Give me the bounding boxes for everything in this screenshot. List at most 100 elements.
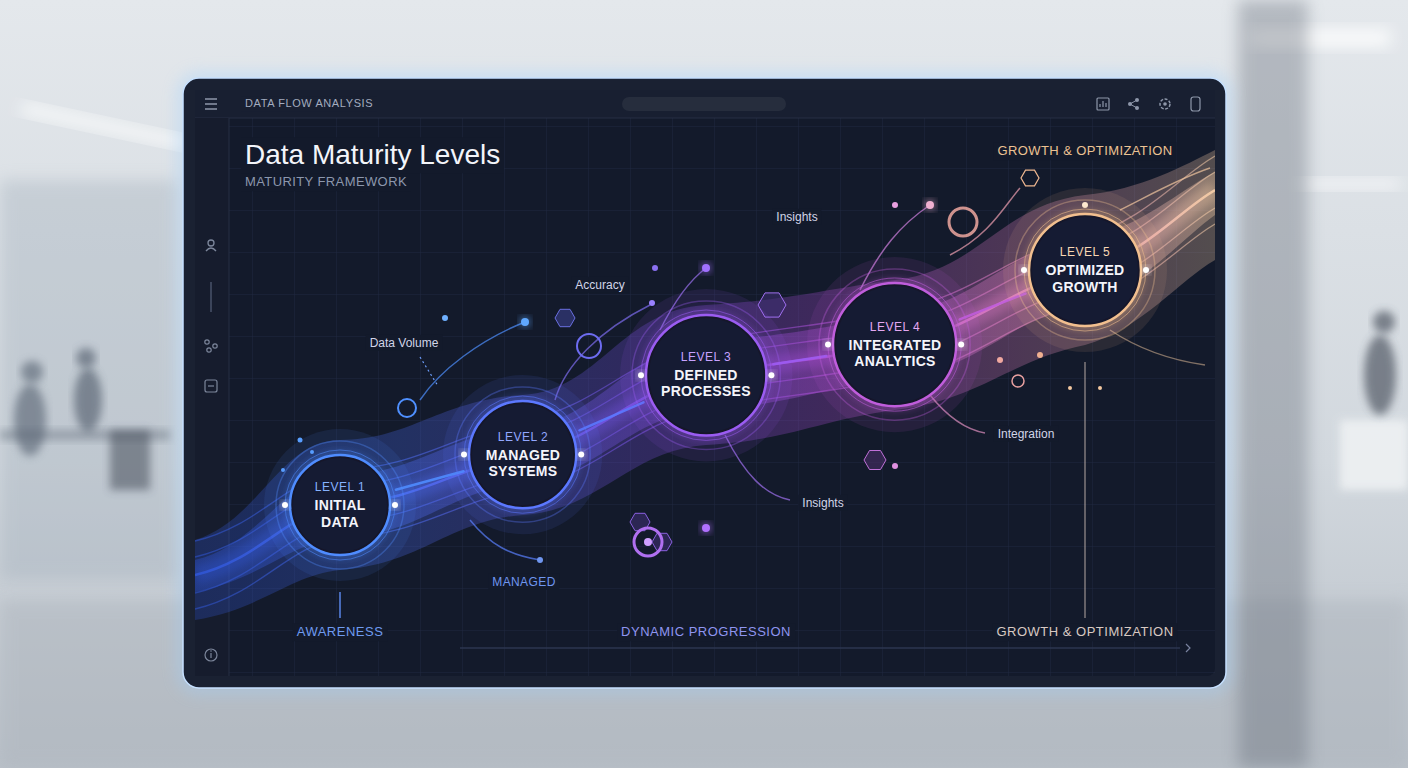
office-chair — [110, 430, 150, 490]
port-dot — [768, 372, 774, 378]
level-number: LEVEL 5 — [1060, 245, 1110, 259]
data-dot — [442, 315, 448, 321]
screen — [195, 90, 1215, 676]
stage-heading: GROWTH & OPTIMIZATION — [994, 142, 1177, 160]
circle-ring — [641, 310, 771, 440]
settings-icon — [1163, 102, 1167, 106]
circle-ring — [1024, 209, 1146, 331]
leader-line — [339, 592, 341, 618]
chart-icon — [1097, 98, 1109, 110]
panel-glow — [183, 78, 1226, 688]
ring — [577, 334, 601, 358]
circle-core — [1029, 214, 1141, 326]
maturity-level-circle: LEVEL 4 INTEGRATED ANALYTICS — [833, 283, 956, 406]
data-dot — [1098, 386, 1102, 390]
ceiling-light — [21, 103, 189, 148]
circle-core — [290, 455, 390, 555]
circle-fill — [836, 286, 953, 403]
circle-fill — [1032, 217, 1138, 323]
reception-desk — [1340, 420, 1408, 490]
level-text-group: LEVEL 3 DEFINED PROCESSES — [661, 350, 751, 399]
wave-glow — [195, 190, 1215, 575]
settings-icon — [1160, 99, 1170, 109]
level-text-group: LEVEL 2MANAGED SYSTEMS — [486, 430, 560, 479]
axis-chevron — [1186, 644, 1190, 652]
flow-tag: Accuracy — [571, 277, 628, 293]
data-dot — [1037, 352, 1043, 358]
circle-halo — [443, 375, 602, 534]
data-dot — [926, 201, 934, 209]
circle-core — [833, 283, 956, 406]
ring — [1012, 375, 1024, 387]
info-icon — [210, 653, 211, 658]
data-dot — [702, 524, 710, 532]
progress-axis — [460, 647, 1180, 649]
ring — [949, 208, 977, 236]
circle-ring — [828, 278, 961, 411]
level-number: LEVEL 4 — [870, 320, 920, 334]
flow-tag: Integration — [994, 426, 1059, 442]
subtitle: MATURITY FRAMEWORK — [241, 173, 411, 191]
stage-tag: MANAGED — [488, 574, 559, 590]
circle-ring — [464, 396, 581, 513]
search-pill — [622, 97, 786, 111]
level-name: OPTIMIZED GROWTH — [1046, 262, 1125, 294]
wave-core — [195, 172, 1215, 592]
data-dot — [649, 300, 655, 306]
user-icon — [206, 248, 216, 251]
port-dot — [579, 452, 585, 458]
level-name: MANAGED SYSTEMS — [486, 447, 560, 479]
port-dot — [959, 342, 965, 348]
level-text-group: LEVEL 4 INTEGRATED ANALYTICS — [849, 320, 942, 369]
level-number: LEVEL 3 — [681, 350, 731, 364]
data-dot — [702, 264, 710, 272]
wave-line — [195, 224, 1215, 609]
menu-icon — [205, 103, 217, 105]
info-icon — [205, 649, 217, 661]
wave-line — [195, 208, 1215, 593]
level-name: INTEGRATED ANALYTICS — [849, 337, 942, 369]
pillar — [1238, 0, 1308, 768]
hexagon — [555, 309, 575, 326]
maturity-level-circle: LEVEL 2MANAGED SYSTEMS — [469, 401, 576, 508]
person-silhouette — [14, 384, 46, 456]
hexagon — [1021, 170, 1039, 186]
info-icon — [210, 650, 212, 652]
data-dot — [1068, 386, 1072, 390]
circle-halo — [1003, 188, 1167, 352]
page-title: Data Maturity Levels — [241, 137, 504, 173]
circle-fill — [293, 458, 387, 552]
data-dot — [521, 318, 529, 326]
panel-icon — [205, 380, 217, 392]
sidebar-slider — [210, 282, 212, 312]
wave-line — [195, 172, 1215, 557]
maturity-level-circle: LEVEL 5 OPTIMIZED GROWTH — [1029, 214, 1141, 326]
circle-ring — [455, 387, 590, 522]
circle-fill — [649, 318, 763, 432]
wave-line — [195, 156, 1215, 541]
circle-core — [469, 401, 576, 508]
level-number: LEVEL 1 — [315, 480, 365, 494]
person-head — [76, 348, 96, 368]
wave-center — [195, 190, 1215, 575]
maturity-level-circle: LEVEL 1INITIAL DATA — [290, 455, 390, 555]
level-name: DEFINED PROCESSES — [661, 367, 751, 399]
person-silhouette — [74, 368, 102, 432]
circle-halo — [620, 289, 792, 461]
ring — [634, 528, 662, 556]
port-dot — [392, 502, 398, 508]
data-dot — [892, 202, 898, 208]
flow-tag: Insights — [798, 495, 847, 511]
person-head — [1373, 311, 1395, 333]
port-dot — [282, 502, 288, 508]
menu-icon — [205, 108, 217, 110]
device-icon — [1191, 97, 1200, 111]
orbit-arc — [1120, 168, 1210, 210]
screen-bezel — [183, 78, 1226, 688]
circle-halo — [807, 257, 982, 432]
axis-label: AWARENESS — [293, 623, 388, 641]
ring-center — [644, 538, 652, 546]
person-silhouette — [1364, 335, 1396, 415]
nodes-icon — [205, 340, 209, 344]
nodes-icon — [213, 344, 217, 348]
